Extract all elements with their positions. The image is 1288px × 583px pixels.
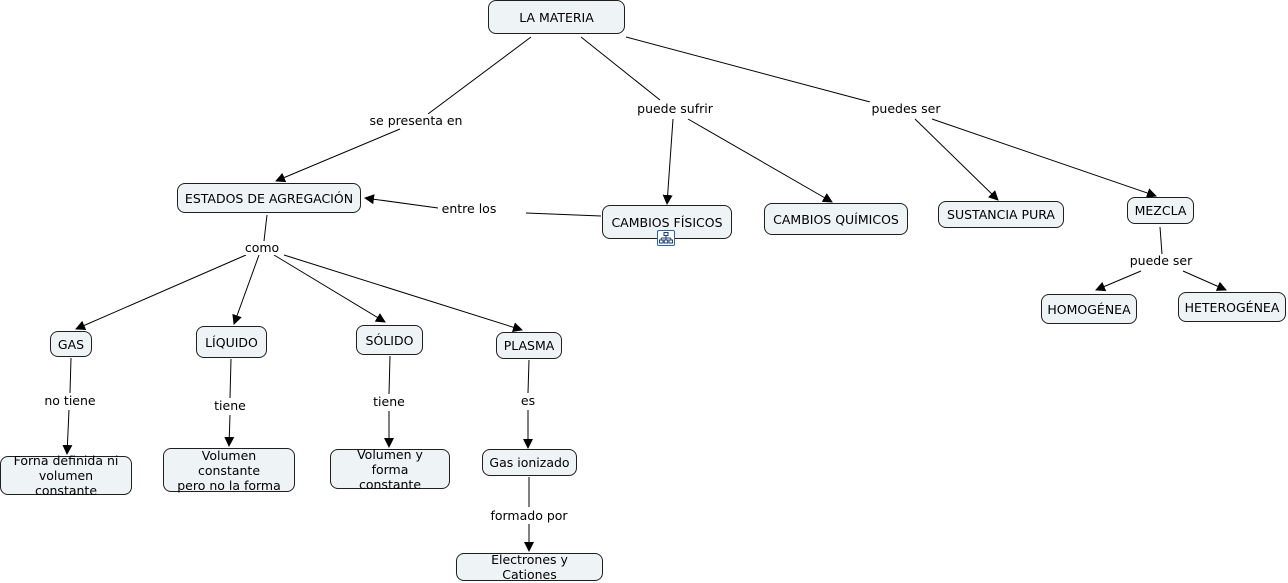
- line-entre-los-to-estados: [364, 194, 439, 209]
- line-plasma-to-es: [527, 359, 530, 394]
- link-label-tiene-liquido: tiene: [212, 398, 248, 413]
- line-puede-ser-to-heterogenea: [1182, 270, 1227, 291]
- link-label-puede-sufrir: puede sufrir: [635, 101, 715, 116]
- node-gas-ionizado[interactable]: Gas ionizado: [482, 449, 577, 476]
- node-volumen-constante[interactable]: Volumen constante pero no la forma: [163, 448, 295, 493]
- node-sustancia-pura[interactable]: SUSTANCIA PURA: [938, 201, 1064, 228]
- line-como-to-plasma: [283, 254, 523, 333]
- line-fisicos-to-entre-los: [525, 212, 602, 217]
- line-solido-to-tiene: [388, 355, 391, 395]
- line-materia-to-puede-sufrir: [580, 36, 661, 101]
- line-tiene-to-volumen: [224, 414, 235, 447]
- link-label-se-presenta-en: se presenta en: [367, 113, 465, 128]
- line-puede-sufrir-to-quimicos: [687, 118, 833, 203]
- node-homogenea[interactable]: HOMOGÉNEA: [1041, 294, 1137, 324]
- link-label-puedes-ser: puedes ser: [869, 101, 943, 116]
- node-la-materia[interactable]: LA MATERIA: [488, 0, 625, 34]
- line-puedes-ser-to-mezcla: [931, 118, 1157, 198]
- submap-icon[interactable]: [657, 230, 675, 246]
- node-liquido[interactable]: LÍQUIDO: [196, 326, 267, 358]
- line-se-presenta-to-estados: [275, 128, 401, 183]
- link-label-formado-por: formado por: [488, 508, 570, 523]
- node-solido[interactable]: SÓLIDO: [356, 325, 423, 355]
- line-mezcla-to-puede-ser: [1159, 226, 1163, 255]
- line-puedes-ser-to-sustancia: [914, 118, 999, 201]
- node-volumen-forma[interactable]: Volumen y forma constante: [330, 447, 450, 492]
- link-label-es: es: [518, 393, 538, 408]
- node-plasma[interactable]: PLASMA: [496, 332, 562, 359]
- node-forma-definida[interactable]: Forna definida ni volumen constante: [0, 453, 132, 498]
- line-no-tiene-to-forma: [62, 409, 73, 455]
- line-estados-to-como: [263, 214, 268, 242]
- node-electrones-cationes[interactable]: Electrones y Cationes: [456, 552, 603, 582]
- line-como-to-liquido: [232, 254, 260, 325]
- line-materia-to-puedes-ser: [625, 36, 871, 103]
- line-como-to-gas: [75, 254, 247, 330]
- node-heterogenea[interactable]: HETEROGÉNEA: [1178, 292, 1286, 322]
- link-label-tiene-solido: tiene: [371, 394, 407, 409]
- line-materia-to-se-presenta: [427, 36, 532, 115]
- line-como-to-solido: [273, 254, 386, 323]
- link-label-puede-ser: puede ser: [1127, 253, 1195, 268]
- node-cambios-fisicos[interactable]: CAMBIOS FÍSICOS: [602, 205, 732, 239]
- line-puede-ser-to-homogenea: [1095, 270, 1142, 292]
- line-liquido-to-tiene: [229, 358, 232, 399]
- line-gas-to-no-tiene: [69, 357, 72, 394]
- node-estados-de-agregacion[interactable]: ESTADOS DE AGREGACIÓN: [177, 183, 361, 213]
- line-puede-sufrir-to-fisicos: [662, 118, 674, 205]
- node-gas[interactable]: GAS: [50, 331, 92, 357]
- node-cambios-quimicos[interactable]: CAMBIOS QUÍMICOS: [764, 203, 908, 235]
- link-label-como: como: [242, 240, 282, 255]
- link-label-entre-los: entre los: [439, 201, 499, 216]
- link-label-no-tiene: no tiene: [42, 393, 98, 408]
- node-mezcla[interactable]: MEZCLA: [1127, 197, 1194, 224]
